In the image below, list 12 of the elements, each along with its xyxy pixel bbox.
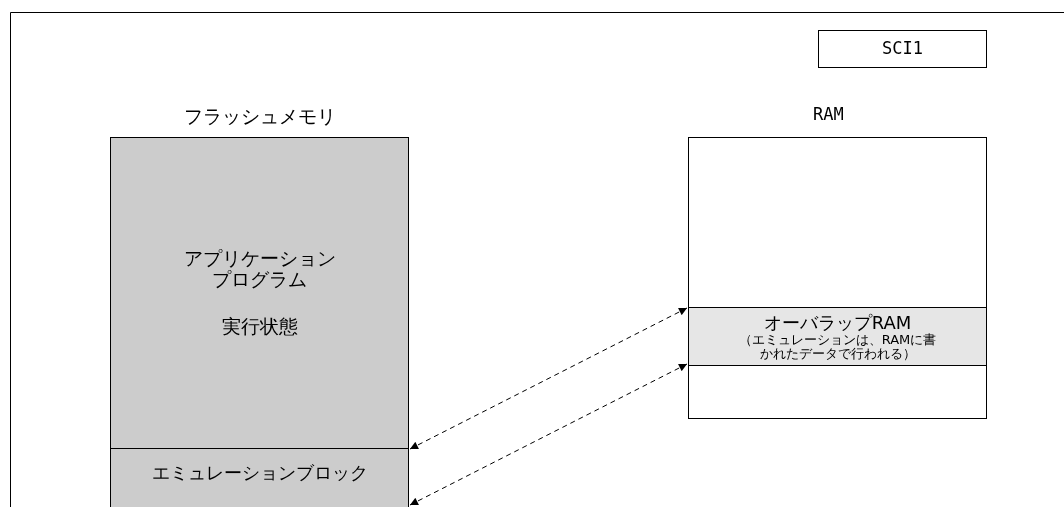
dashed-double-arrow: [409, 363, 688, 506]
program-label: アプリケーションプログラム: [182, 248, 337, 290]
register-box: [818, 30, 987, 68]
register-label: SCI1: [881, 39, 924, 58]
overlap-ram-area: [688, 307, 987, 366]
ram-heading: RAM: [813, 104, 844, 124]
overlap-ram-note: （エミュレーションは、RAMに書かれたデータで行われる）: [737, 333, 938, 361]
state-label: 実行状態: [220, 316, 299, 337]
dashed-double-arrow: [409, 307, 688, 450]
overlap-ram-title: オーバラップRAM: [762, 313, 913, 333]
block-label: エミュレーションブロック: [150, 463, 369, 483]
memory-heading: フラッシュメモリ: [182, 104, 337, 129]
